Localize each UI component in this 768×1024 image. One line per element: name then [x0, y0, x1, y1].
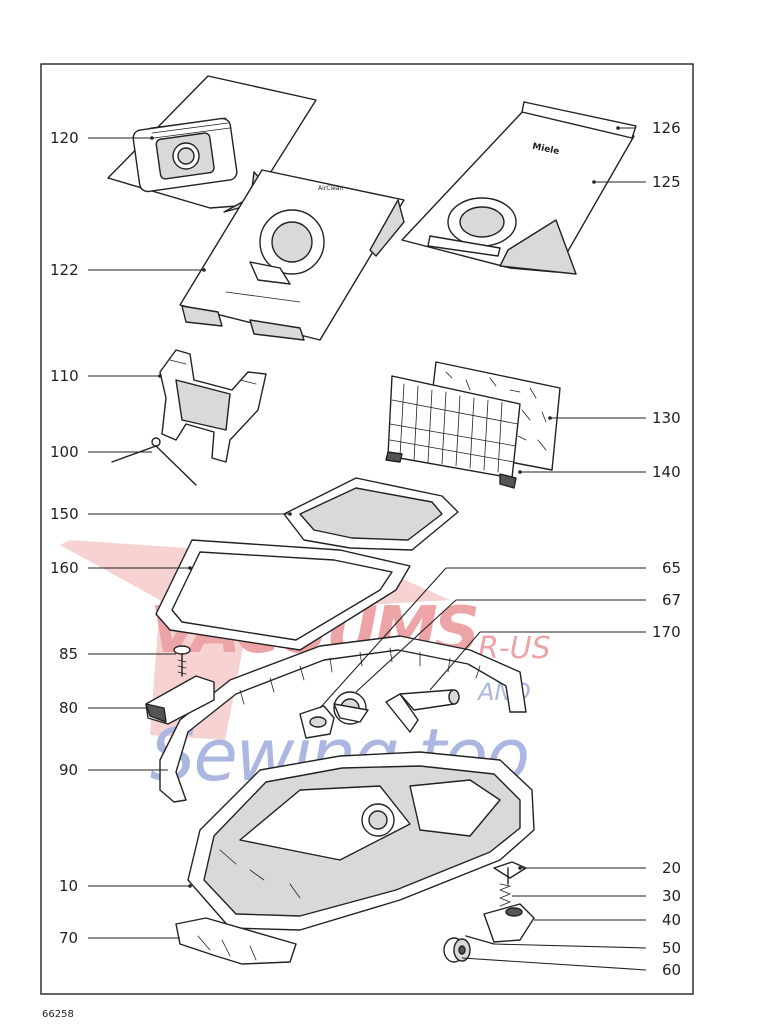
- callout-170: 170: [652, 623, 681, 641]
- diagram-frame: [40, 63, 694, 995]
- part-30-spring: [499, 883, 511, 907]
- callout-85: 85: [59, 645, 78, 663]
- callouts-left: 120 122 110 100 150 160 85 80 90 10 70: [50, 129, 79, 947]
- callout-60: 60: [662, 961, 681, 979]
- part-90-bumper: [159, 635, 527, 803]
- part-85-screw: [173, 645, 191, 677]
- part-40-castor: [483, 903, 535, 943]
- callout-67: 67: [662, 591, 681, 609]
- callout-80: 80: [59, 699, 78, 717]
- part-125-paper-bag: [401, 107, 635, 275]
- part-150-seal-frame: [283, 477, 459, 551]
- callout-120: 120: [50, 129, 79, 147]
- callout-65: 65: [662, 559, 681, 577]
- callout-122: 122: [50, 261, 79, 279]
- part-110-bag-holder: [159, 349, 267, 463]
- callout-10: 10: [59, 877, 78, 895]
- part-160-frame: [155, 539, 411, 651]
- leader-lines: [88, 126, 647, 971]
- callout-125: 125: [652, 173, 681, 191]
- part-70-front-skid: [175, 917, 297, 965]
- callout-130: 130: [652, 409, 681, 427]
- part-100-pin: [111, 437, 197, 486]
- part-10-base-housing: [187, 751, 535, 931]
- part-60-wheel: [443, 937, 471, 963]
- callout-90: 90: [59, 761, 78, 779]
- callout-160: 160: [50, 559, 79, 577]
- part-122-airclean-bag: [179, 169, 405, 341]
- callout-110: 110: [50, 367, 79, 385]
- callout-126: 126: [652, 119, 681, 137]
- part-140-filter-grille: [385, 375, 521, 489]
- callout-140: 140: [652, 463, 681, 481]
- drawing-number: 66258: [42, 1009, 74, 1020]
- callout-50: 50: [662, 939, 681, 957]
- bag-airclean-label: AirClean: [318, 185, 343, 192]
- callout-20: 20: [662, 859, 681, 877]
- part-50-axle: [465, 935, 495, 945]
- part-67-connector: [333, 691, 369, 725]
- callout-40: 40: [662, 911, 681, 929]
- callout-70: 70: [59, 929, 78, 947]
- callout-30: 30: [662, 887, 681, 905]
- callouts-right: 126 125 130 140 65 67 170 20 30 40 50 60: [652, 119, 681, 979]
- part-65-plug: [299, 705, 335, 739]
- part-126-bag-card: [521, 101, 637, 139]
- part-170-hose: [385, 689, 460, 733]
- callout-150: 150: [50, 505, 79, 523]
- part-80-latch: [145, 675, 215, 725]
- callout-100: 100: [50, 443, 79, 461]
- part-20-bracket: [493, 861, 527, 885]
